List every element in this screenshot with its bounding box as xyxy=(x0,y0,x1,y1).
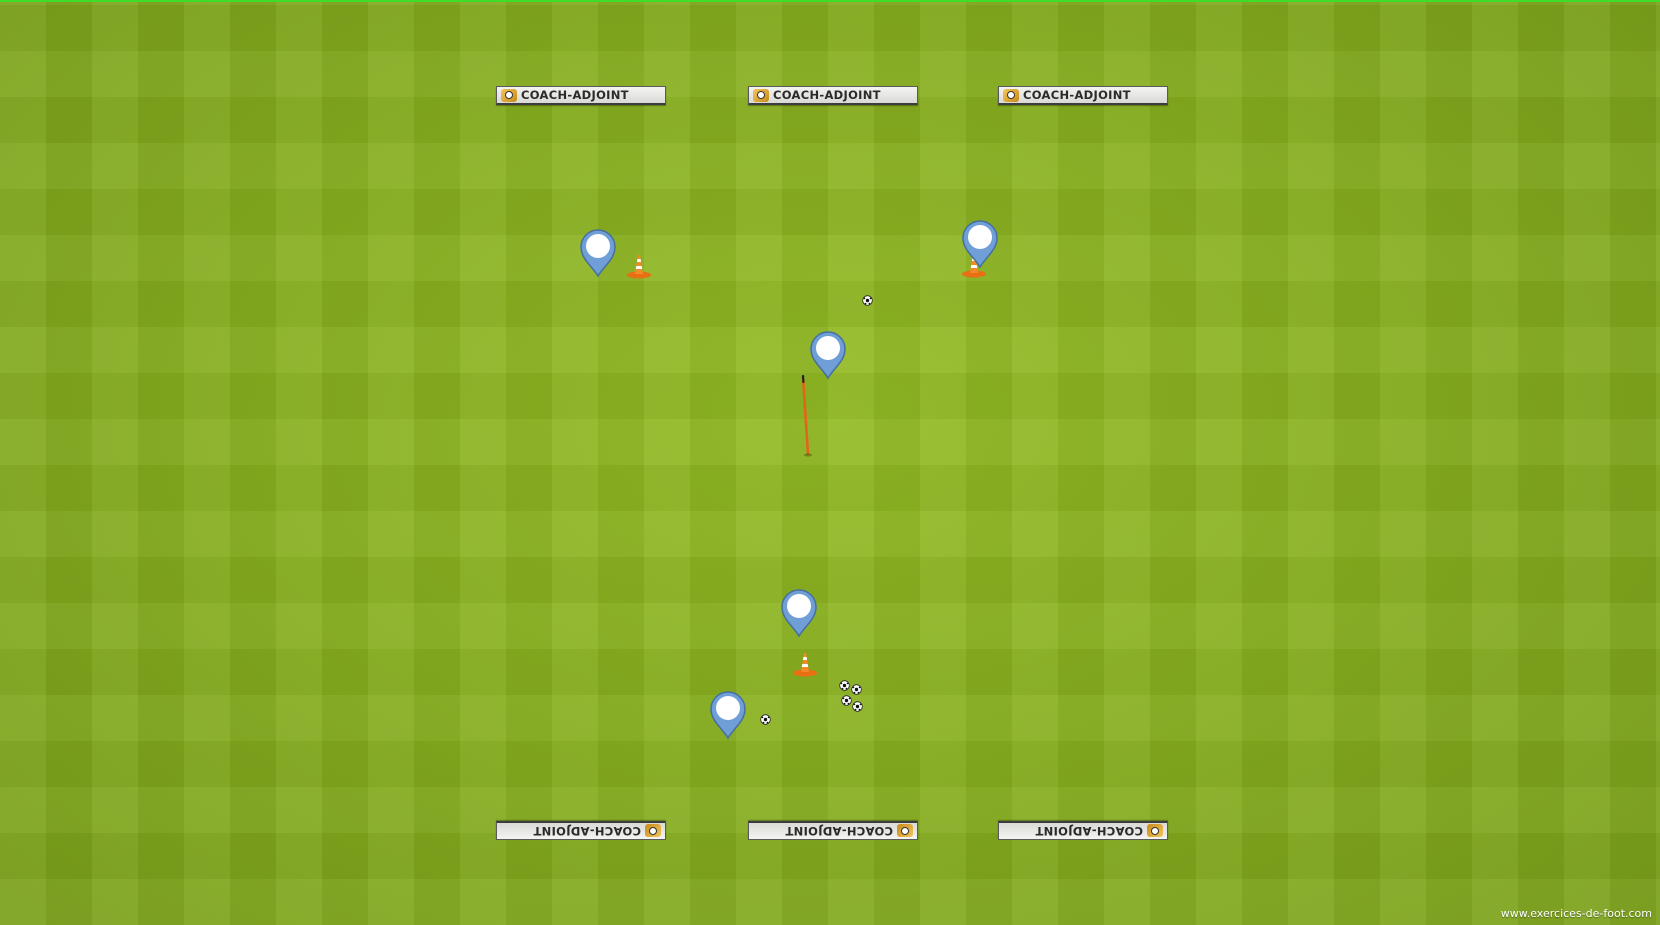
coach-adjoint-logo-icon xyxy=(897,824,913,838)
ad-board-text: COACH-ADJOINT xyxy=(773,88,881,102)
site-watermark: www.exercices-de-foot.com xyxy=(1500,907,1652,920)
ad-board-top-left: COACH-ADJOINT xyxy=(496,86,666,105)
soccer-ball-icon[interactable] xyxy=(839,680,850,691)
ad-board-text: COACH-ADJOINT xyxy=(785,824,893,838)
soccer-ball-icon[interactable] xyxy=(852,701,863,712)
ad-board-bottom-center: COACH-ADJOINT xyxy=(748,821,918,840)
ad-board-top-right: COACH-ADJOINT xyxy=(998,86,1168,105)
coach-adjoint-logo-icon xyxy=(753,88,769,102)
ad-board-text: COACH-ADJOINT xyxy=(533,824,641,838)
ad-board-bottom-right: COACH-ADJOINT xyxy=(998,821,1168,840)
player-marker-pin-icon[interactable] xyxy=(578,228,618,278)
player-marker-pin-icon[interactable] xyxy=(808,330,848,380)
traffic-cone-icon[interactable] xyxy=(791,651,819,677)
soccer-ball-icon[interactable] xyxy=(851,684,862,695)
soccer-ball-icon[interactable] xyxy=(841,695,852,706)
ad-board-text: COACH-ADJOINT xyxy=(521,88,629,102)
ad-board-bottom-left: COACH-ADJOINT xyxy=(496,821,666,840)
traffic-cone-icon[interactable] xyxy=(625,253,653,279)
coach-adjoint-logo-icon xyxy=(501,88,517,102)
soccer-ball-icon[interactable] xyxy=(862,295,873,306)
ad-board-text: COACH-ADJOINT xyxy=(1023,88,1131,102)
soccer-ball-icon[interactable] xyxy=(760,714,771,725)
player-marker-pin-icon[interactable] xyxy=(779,588,819,638)
slalom-pole-icon[interactable] xyxy=(800,374,812,458)
player-marker-pin-icon[interactable] xyxy=(708,690,748,740)
ad-board-text: COACH-ADJOINT xyxy=(1035,824,1143,838)
pitch-top-edge-line xyxy=(0,0,1660,2)
coach-adjoint-logo-icon xyxy=(645,824,661,838)
player-marker-pin-icon[interactable] xyxy=(960,219,1000,269)
coach-adjoint-logo-icon xyxy=(1147,824,1163,838)
ad-board-top-center: COACH-ADJOINT xyxy=(748,86,918,105)
coach-adjoint-logo-icon xyxy=(1003,88,1019,102)
